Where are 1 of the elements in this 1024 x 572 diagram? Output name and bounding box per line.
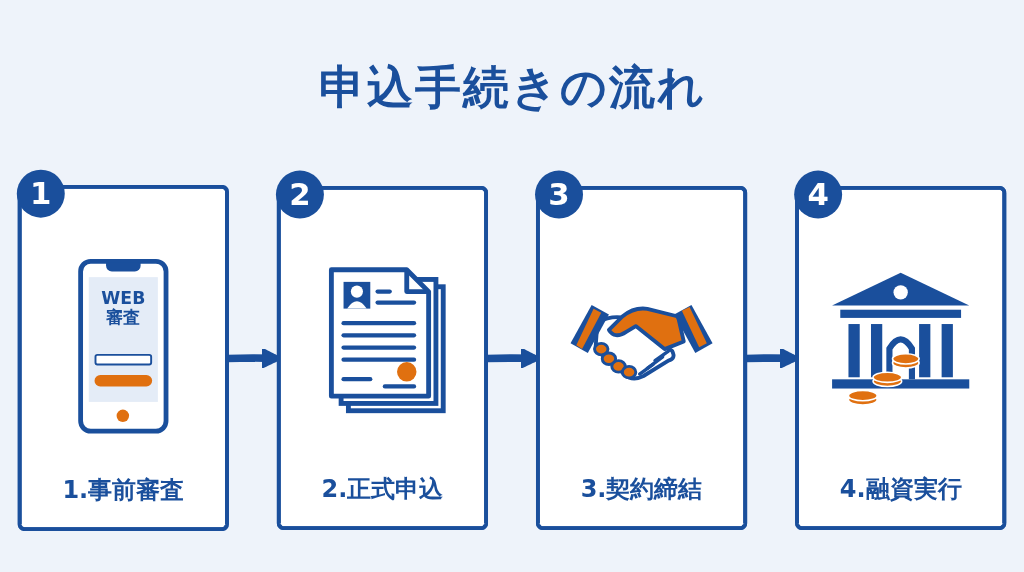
title: 申込手続きの流れ: [318, 59, 706, 116]
